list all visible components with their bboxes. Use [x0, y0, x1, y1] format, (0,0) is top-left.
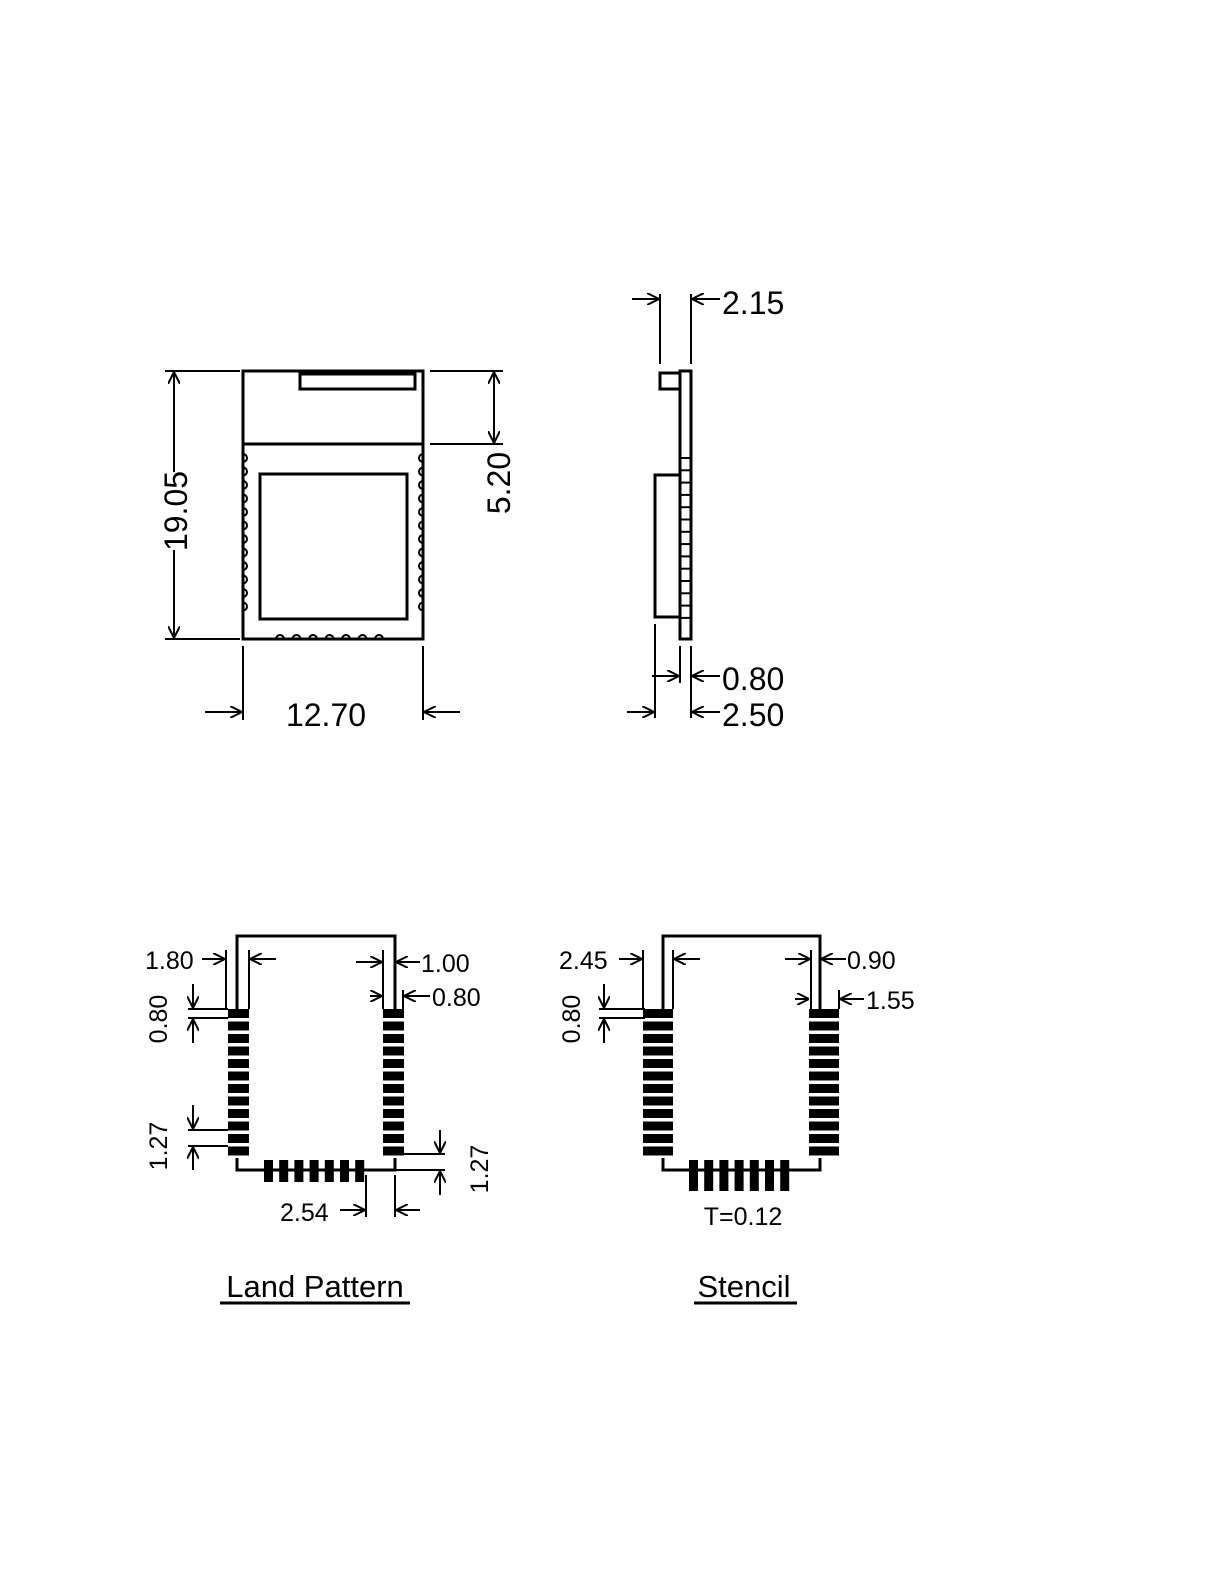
stencil-aperture	[809, 1072, 839, 1081]
land-pad	[228, 1097, 249, 1106]
land-pad	[228, 1047, 249, 1056]
total-thickness-dimension-label: 2.50	[722, 697, 784, 733]
stencil-aperture	[750, 1160, 759, 1191]
land-pad	[383, 1072, 404, 1081]
stencil-aperture	[643, 1122, 673, 1131]
land-pad	[228, 1084, 249, 1093]
module-top-view: 19.05 12.70 5.20	[158, 371, 517, 733]
stencil-aperture	[809, 1109, 839, 1118]
land-pad	[264, 1160, 273, 1182]
stencil-aperture	[643, 1072, 673, 1081]
stencil-title: Stencil	[697, 1269, 790, 1304]
stencil-left-offset-label: 2.45	[559, 947, 608, 975]
land-pad	[383, 1009, 404, 1018]
land-pad	[228, 1022, 249, 1031]
stencil-aperture	[643, 1034, 673, 1043]
width-dimension-label: 12.70	[286, 697, 366, 733]
stencil-pad-width-label: 1.55	[866, 987, 915, 1015]
stencil-aperture	[643, 1022, 673, 1031]
stencil-view: 2.45 0.90 1.55 0.80 T=0.12 Stencil	[558, 936, 915, 1304]
land-pad	[294, 1160, 303, 1182]
stencil-aperture	[643, 1134, 673, 1143]
stencil-apertures	[643, 1009, 839, 1191]
stencil-aperture	[643, 1059, 673, 1068]
stencil-aperture	[809, 1134, 839, 1143]
stencil-aperture	[643, 1084, 673, 1093]
land-pad	[228, 1072, 249, 1081]
stencil-aperture	[809, 1147, 839, 1156]
stencil-aperture	[643, 1097, 673, 1106]
land-pad	[383, 1034, 404, 1043]
stencil-aperture	[643, 1109, 673, 1118]
land-pad	[228, 1059, 249, 1068]
land-pattern-title: Land Pattern	[226, 1269, 404, 1304]
side-pin-marks	[680, 458, 691, 618]
land-pad	[228, 1109, 249, 1118]
height-dimension-label: 19.05	[158, 471, 194, 551]
antenna-zone-dimension-label: 5.20	[481, 452, 517, 514]
land-pad	[383, 1097, 404, 1106]
land-pad	[279, 1160, 288, 1182]
lp-right-offset-label: 1.00	[421, 950, 470, 978]
stencil-right-offset-label: 0.90	[847, 947, 896, 975]
stencil-aperture	[809, 1047, 839, 1056]
land-pad	[310, 1160, 319, 1182]
land-pad	[325, 1160, 334, 1182]
land-pad	[383, 1059, 404, 1068]
stencil-aperture	[809, 1034, 839, 1043]
land-pad	[228, 1009, 249, 1018]
land-pad	[355, 1160, 364, 1182]
stencil-aperture	[719, 1160, 728, 1191]
stencil-aperture	[643, 1047, 673, 1056]
land-pad	[228, 1122, 249, 1131]
stencil-aperture	[643, 1147, 673, 1156]
land-pad	[383, 1022, 404, 1031]
stencil-aperture	[643, 1009, 673, 1018]
land-pad	[340, 1160, 349, 1182]
land-pad	[383, 1122, 404, 1131]
land-pattern-view: 1.80 1.00 0.80 0.80 1.27 1.27	[145, 936, 494, 1304]
stencil-aperture	[809, 1097, 839, 1106]
stencil-aperture	[809, 1059, 839, 1068]
stencil-aperture	[689, 1160, 698, 1191]
land-pad	[383, 1047, 404, 1056]
lp-pad-width-label: 0.80	[432, 984, 481, 1012]
stencil-pad-height-label: 0.80	[558, 995, 586, 1044]
lp-left-offset-label: 1.80	[145, 947, 194, 975]
stencil-aperture	[809, 1009, 839, 1018]
lp-pitch-left-label: 1.27	[145, 1122, 173, 1171]
castellation-notches	[243, 454, 423, 639]
stencil-aperture	[780, 1160, 789, 1191]
land-pattern-pads	[228, 1009, 404, 1182]
stencil-thickness-label: T=0.12	[704, 1203, 783, 1231]
lp-pitch-right-label: 1.27	[466, 1145, 494, 1194]
land-pad	[228, 1147, 249, 1156]
lp-pad-height-label: 0.80	[145, 995, 173, 1044]
lp-bottom-offset-label: 2.54	[280, 1199, 329, 1227]
stencil-aperture	[809, 1084, 839, 1093]
stencil-aperture	[809, 1122, 839, 1131]
land-pad	[383, 1084, 404, 1093]
module-side-view: 2.15 0.80 2.50	[627, 285, 784, 733]
land-pad	[383, 1109, 404, 1118]
stencil-aperture	[704, 1160, 713, 1191]
stencil-aperture	[809, 1022, 839, 1031]
land-pad	[383, 1134, 404, 1143]
land-pad	[228, 1034, 249, 1043]
castellated-pads	[243, 454, 423, 639]
land-pad	[228, 1134, 249, 1143]
stencil-aperture	[735, 1160, 744, 1191]
stencil-aperture	[765, 1160, 774, 1191]
side-top-dimension-label: 2.15	[722, 285, 784, 321]
pcb-thickness-dimension-label: 0.80	[722, 661, 784, 697]
